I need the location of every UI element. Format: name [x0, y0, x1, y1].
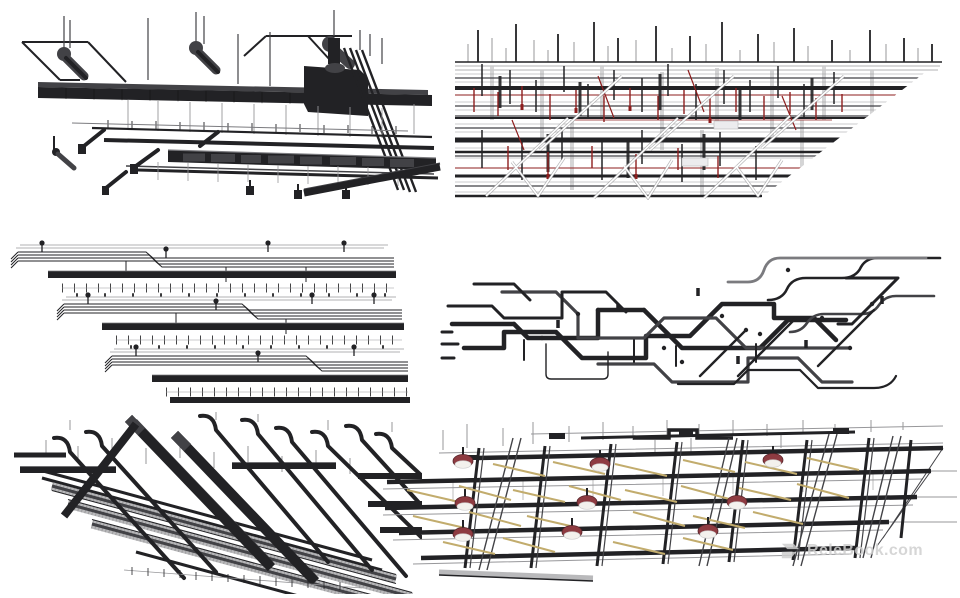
- ceiling-grid: [455, 64, 944, 200]
- render-light-grid: [383, 418, 957, 586]
- white-truss-braces: [484, 74, 932, 200]
- bottom-hanger-rail: [123, 567, 363, 590]
- relebook-logo-icon: [781, 543, 800, 559]
- conduit-trays-drawing: [14, 412, 422, 594]
- hanger-rods: [455, 22, 942, 71]
- busway-tray: [167, 149, 437, 170]
- render-wireframe-grid: [452, 0, 950, 205]
- sprinkler-drops: [473, 69, 843, 179]
- render-duct-system: [8, 4, 444, 204]
- riser-pipe-bundle: [342, 47, 418, 193]
- hooked-conduits: [52, 413, 422, 580]
- tan-braces: [406, 457, 860, 555]
- duct-system-drawing: [21, 10, 441, 199]
- thin-rails: [383, 425, 957, 565]
- mid-rails: [71, 122, 435, 150]
- drop-fittings: [52, 128, 350, 199]
- pipe-tiers-drawing: [10, 240, 410, 403]
- tier-1: [10, 240, 396, 297]
- beams: [384, 428, 944, 561]
- render-pipe-network: [438, 248, 952, 400]
- pipe-network-drawing: [440, 256, 942, 390]
- pipe-couplings: [511, 267, 884, 365]
- tier-2: [56, 292, 404, 349]
- junction-boxes: [681, 120, 739, 167]
- wireframe-grid-drawing: [455, 22, 944, 200]
- cap-fittings: [467, 428, 849, 460]
- pipe-runs: [440, 256, 942, 390]
- thin-pipe-loop: [21, 35, 352, 83]
- render-pipe-tiers: [6, 238, 414, 406]
- dome-light: [452, 446, 784, 542]
- fan-unit: [304, 38, 368, 116]
- watermark: ReleBook.com: [779, 541, 923, 561]
- steep-ducts: [60, 414, 320, 586]
- tier-3: [104, 344, 410, 403]
- light-grid-drawing: [383, 420, 957, 582]
- hanger-rods: [45, 412, 393, 474]
- bottom-band: [438, 569, 594, 582]
- mesh-trays: [50, 481, 414, 594]
- render-conduit-trays: [6, 412, 422, 594]
- watermark-text: ReleBook.com: [807, 542, 923, 559]
- lower-rails: [125, 162, 441, 197]
- hanger-rods-top: [63, 10, 383, 86]
- dome-lights: [452, 446, 784, 542]
